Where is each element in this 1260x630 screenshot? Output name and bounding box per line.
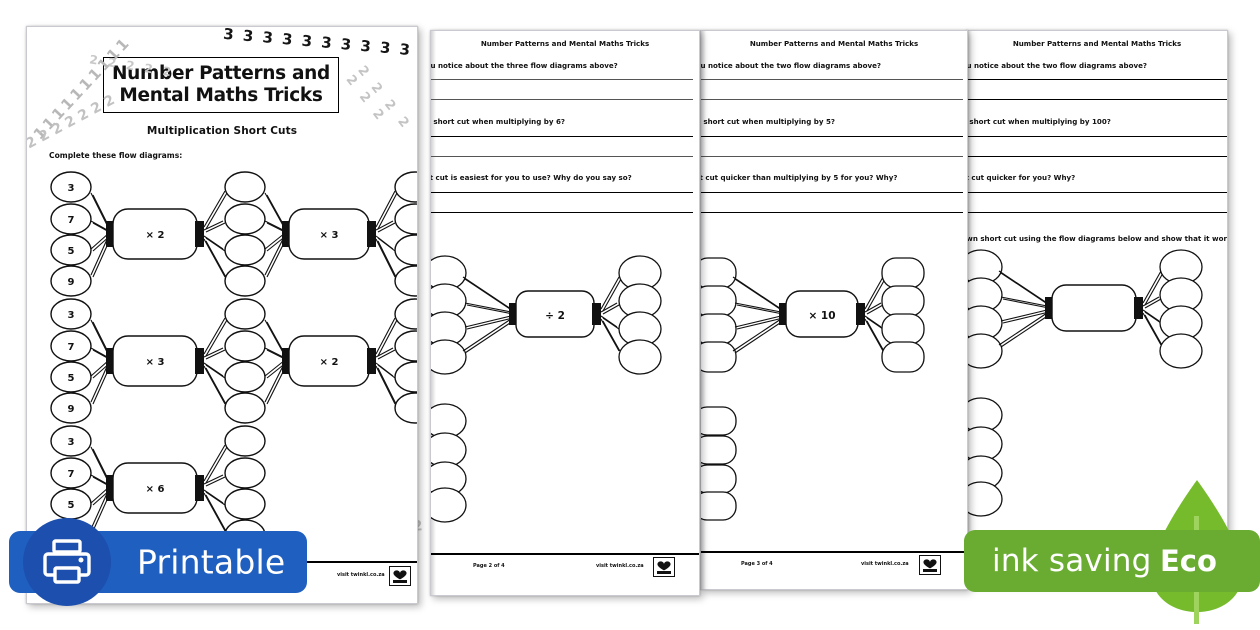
page-1-flow-3-input-1: 3 — [68, 437, 75, 448]
page-1-flow-2-operator-1: × 3 — [146, 357, 165, 368]
page-1-flow-1-operator-1: × 2 — [146, 230, 165, 241]
printable-badge-label: Printable — [137, 542, 286, 582]
page-1-flow-2-input-3: 5 — [68, 373, 75, 384]
page-4-question-3: Is this short cut quicker for you? Why? — [967, 173, 1076, 182]
printer-icon — [43, 539, 91, 584]
worksheet-page-4[interactable]: Number Patterns and Mental Maths Tricks … — [966, 30, 1228, 584]
printable-badge-icon-circle[interactable] — [23, 518, 111, 606]
page-3-answer-line-2a[interactable] — [701, 136, 963, 137]
twinkl-logo-page-3[interactable] — [919, 555, 941, 575]
page-1-flow-1-input-3: 5 — [68, 246, 75, 257]
worksheet-subtitle: Multiplication Short Cuts — [146, 125, 298, 137]
page-3-operator-1: × 10 — [808, 310, 835, 322]
page-3-answer-line-2b[interactable] — [701, 156, 963, 157]
page-4-question-1: What do you notice about the two flow di… — [966, 61, 1148, 70]
page-2-page-label: Page 2 of 4 — [473, 563, 505, 569]
page-1-flow-3-input-3: 5 — [68, 500, 75, 511]
twinkl-heart-icon — [923, 559, 937, 572]
page-2-operator-1: ÷ 2 — [545, 310, 565, 322]
page-1-footer-site[interactable]: visit twinkl.co.za — [337, 572, 385, 578]
eco-badge[interactable]: ink saving Eco — [964, 530, 1260, 592]
page-3-answer-line-1b[interactable] — [701, 99, 963, 100]
page-4-flow-diagram-1[interactable] — [967, 249, 1225, 369]
page-1-flow-3-input-2: 7 — [68, 469, 75, 480]
page-2-answer-line-3b[interactable] — [431, 212, 693, 213]
page-2-flow-diagram-1[interactable]: ÷ 2 — [431, 255, 689, 375]
page-1-flow-2-operator-2: × 2 — [320, 357, 339, 368]
title-line-2: Mental Maths Tricks — [119, 85, 323, 106]
page-2-answer-line-2a[interactable] — [431, 136, 693, 137]
page-2-question-2: What is the short cut when multiplying b… — [431, 117, 566, 126]
page-4-answer-line-2a[interactable] — [967, 136, 1227, 137]
twinkl-heart-icon — [657, 561, 671, 574]
page-3-answer-line-3a[interactable] — [701, 192, 963, 193]
page-2-answer-line-2b[interactable] — [431, 156, 693, 157]
page-1-flow-diagram-3[interactable]: 3 7 5 9 × 6 — [47, 425, 417, 551]
page-2-question-3: Which short cut is easiest for you to us… — [430, 173, 632, 182]
page-3-page-label: Page 3 of 4 — [741, 561, 773, 567]
page-1-flow-diagram-1[interactable]: 3 7 5 9 × 2 — [47, 171, 417, 297]
worksheet-title-box: Number Patterns and Mental Maths Tricks — [103, 57, 339, 113]
page-4-running-header: Number Patterns and Mental Maths Tricks — [1012, 39, 1182, 48]
page-4-answer-line-1a[interactable] — [967, 79, 1227, 80]
page-2-question-1: What do you notice about the three flow … — [430, 61, 618, 70]
page-1-flow-2-input-4: 9 — [68, 404, 75, 415]
page-2-footer-rule — [431, 553, 699, 555]
page-4-answer-line-2b[interactable] — [967, 156, 1227, 157]
page-3-question-2: What is the short cut when multiplying b… — [701, 117, 836, 126]
page-1-flow-1-input-2: 7 — [68, 215, 75, 226]
page-1-flow-1-operator-2: × 3 — [320, 230, 339, 241]
twinkl-logo-page-2[interactable] — [653, 557, 675, 577]
page-2-flow-diagram-2[interactable] — [431, 403, 559, 523]
page-1-flow-diagram-2[interactable]: 3 7 5 9 × 3 — [47, 298, 417, 424]
page-2-answer-line-3a[interactable] — [431, 192, 693, 193]
worksheet-instruction: Complete these flow diagrams: — [49, 151, 183, 160]
page-2-answer-line-1a[interactable] — [431, 79, 693, 80]
page-1-flow-2-input-2: 7 — [68, 342, 75, 353]
deco-threes-top: 3 3 3 3 3 3 3 3 3 3 — [222, 26, 413, 60]
eco-badge-label-ink-saving: ink saving — [992, 543, 1152, 579]
page-3-running-header: Number Patterns and Mental Maths Tricks — [749, 39, 919, 48]
worksheet-page-2[interactable]: Number Patterns and Mental Maths Tricks … — [430, 30, 700, 596]
page-3-flow-diagram-2[interactable] — [701, 405, 829, 521]
page-2-answer-line-1b[interactable] — [431, 99, 693, 100]
page-3-footer-site[interactable]: visit twinkl.co.za — [861, 561, 909, 567]
page-2-footer-site[interactable]: visit twinkl.co.za — [596, 563, 644, 569]
page-3-question-3: Is this short cut quicker than multiplyi… — [701, 173, 898, 182]
page-1-flow-1-input-1: 3 — [68, 183, 75, 194]
page-3-flow-diagram-1[interactable]: × 10 — [701, 257, 959, 373]
eco-badge-label-eco: Eco — [1160, 544, 1217, 578]
page-1-flow-2-input-1: 3 — [68, 310, 75, 321]
page-3-answer-line-3b[interactable] — [701, 212, 963, 213]
page-3-footer-rule — [701, 551, 967, 553]
page-4-answer-line-3b[interactable] — [967, 212, 1227, 213]
page-1-flow-1-input-4: 9 — [68, 277, 75, 288]
title-line-1: Number Patterns and — [111, 63, 330, 85]
page-3-answer-line-1a[interactable] — [701, 79, 963, 80]
page-4-flow-diagram-2[interactable] — [967, 397, 1095, 517]
page-1-flow-3-operator-1: × 6 — [146, 484, 165, 495]
page-3-question-1: What do you notice about the two flow di… — [700, 61, 882, 70]
worksheet-page-3[interactable]: Number Patterns and Mental Maths Tricks … — [700, 30, 968, 590]
page-4-question-4: Find your own short cut using the flow d… — [966, 234, 1227, 243]
page-4-answer-line-3a[interactable] — [967, 192, 1227, 193]
page-4-question-2: What is the short cut when multiplying b… — [967, 117, 1111, 126]
worksheet-page-1[interactable]: 1111111111 2222222 2 2 2 2 2 3 3 3 3 3 3… — [26, 26, 418, 604]
twinkl-logo-page-1[interactable] — [389, 566, 411, 586]
twinkl-heart-icon — [393, 570, 407, 583]
page-2-running-header: Number Patterns and Mental Maths Tricks — [480, 39, 650, 48]
page-4-answer-line-1b[interactable] — [967, 99, 1227, 100]
